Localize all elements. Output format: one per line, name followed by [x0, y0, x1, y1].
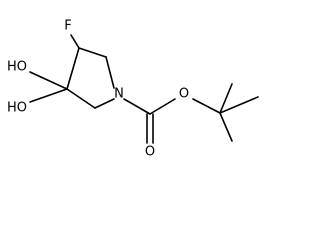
- atom-label-fluorine: F: [64, 19, 71, 34]
- atom-label-ester-oxygen: O: [179, 87, 189, 102]
- bond-c2-oh-bottom: [29, 88, 68, 103]
- bond-tbu-methyl-down: [219, 112, 233, 142]
- bond-n-carbonyl: [123, 98, 151, 115]
- bond-c2-c3: [66, 47, 80, 90]
- bond-tbu-methyl-right: [219, 96, 259, 114]
- molecule-canvas: F HO HO N O O: [7, 19, 259, 160]
- bond-tbu-methyl-up: [219, 83, 233, 114]
- atom-label-hydroxyl-bottom: HO: [7, 101, 27, 116]
- bond-c3-c4: [78, 47, 107, 58]
- bond-c5-c2: [66, 88, 96, 109]
- bond-c3-cf: [70, 34, 80, 49]
- bond-c4-n: [105, 56, 115, 89]
- atom-label-carbonyl-oxygen: O: [145, 145, 155, 160]
- bond-carbonyl-ester-o: [149, 98, 176, 115]
- bond-n-c5: [94, 98, 115, 109]
- bond-c2-oh-top: [29, 71, 68, 90]
- atom-label-ring-nitrogen: N: [114, 87, 124, 102]
- bond-ester-o-tbu: [192, 98, 221, 114]
- atom-label-hydroxyl-top: HO: [7, 60, 27, 75]
- structure-diagram: F HO HO N O O: [7, 19, 259, 160]
